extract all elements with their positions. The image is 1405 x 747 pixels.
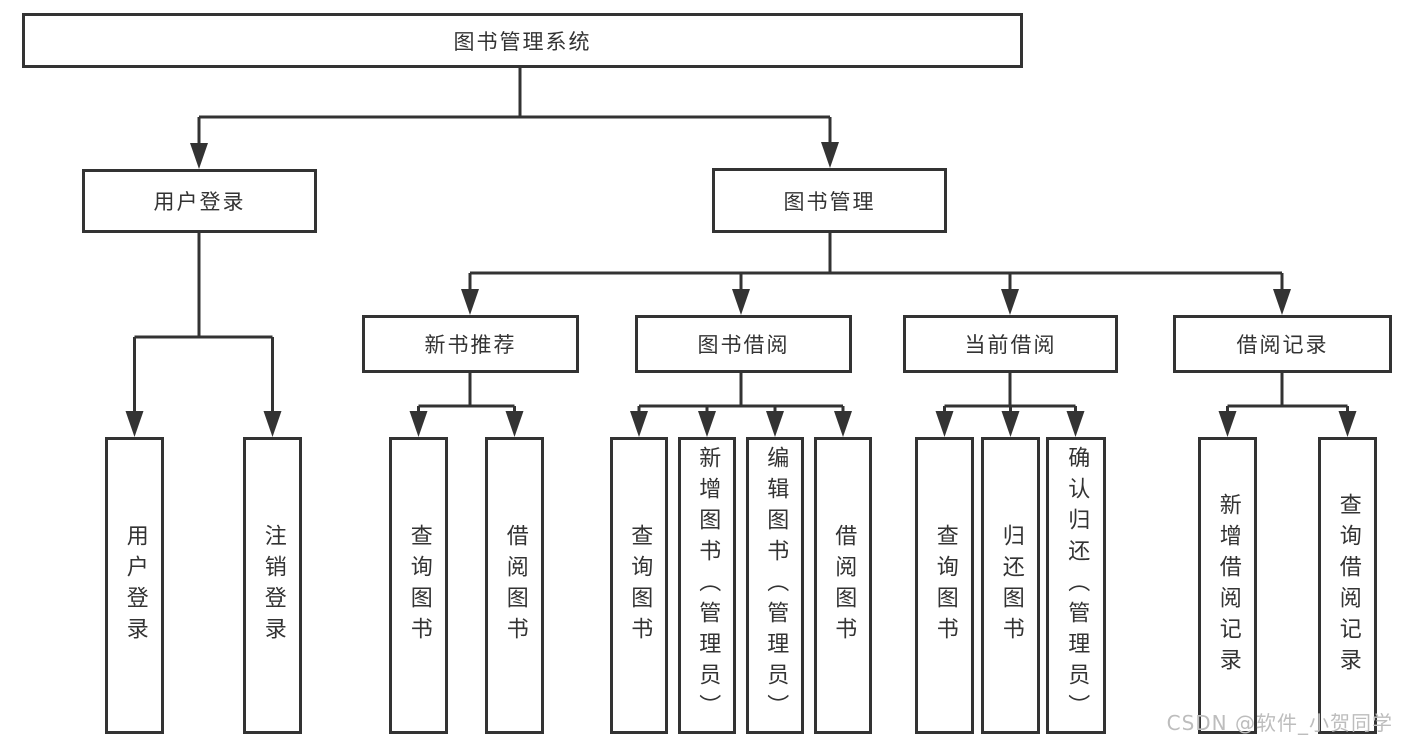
leaf-records-query-record: 查询借阅记录 — [1318, 437, 1377, 734]
node-label: 借阅图书 — [502, 523, 528, 648]
leaf-current-query-books: 查询图书 — [915, 437, 974, 734]
arrowheads — [125, 142, 1357, 437]
node-label: 归还图书 — [998, 523, 1024, 648]
node-current-borrow: 当前借阅 — [903, 315, 1118, 373]
node-root-library-system: 图书管理系统 — [22, 13, 1023, 68]
node-label: 查询图书 — [406, 523, 432, 648]
node-label: 图书管理 — [783, 189, 876, 214]
node-label: 用户登录 — [122, 523, 148, 648]
node-label: 新增图书（管理员） — [695, 446, 721, 725]
node-label: 用户登录 — [153, 190, 246, 214]
node-label: 注销登录 — [260, 523, 286, 648]
node-label: 确认归还（管理员） — [1064, 446, 1090, 725]
leaf-logout: 注销登录 — [243, 437, 302, 734]
node-label: 图书管理系统 — [453, 29, 592, 54]
node-label: 图书借阅 — [697, 333, 790, 357]
node-label: 借阅记录 — [1236, 333, 1329, 357]
csdn-watermark: CSDN @软件_小贺同学 — [1166, 711, 1393, 735]
leaf-recommend-borrow-books: 借阅图书 — [485, 437, 544, 734]
node-label: 借阅图书 — [831, 523, 857, 648]
leaf-user-login: 用户登录 — [105, 437, 164, 734]
leaf-borrow-add-books-admin: 新增图书（管理员） — [678, 437, 736, 734]
leaf-borrow-edit-books-admin: 编辑图书（管理员） — [746, 437, 804, 734]
node-label: 查询图书 — [627, 523, 653, 648]
node-label: 查询借阅记录 — [1335, 492, 1361, 679]
leaf-borrow-borrow-books: 借阅图书 — [814, 437, 872, 734]
node-user-login: 用户登录 — [82, 169, 317, 233]
node-book-management: 图书管理 — [712, 168, 947, 233]
leaf-current-confirm-return-admin: 确认归还（管理员） — [1046, 437, 1106, 734]
node-label: 查询图书 — [932, 523, 958, 648]
node-label: 新增借阅记录 — [1215, 492, 1241, 679]
node-label: 新书推荐 — [424, 333, 517, 357]
leaf-recommend-query-books: 查询图书 — [389, 437, 448, 734]
node-borrow-records: 借阅记录 — [1173, 315, 1392, 373]
leaf-records-add-record: 新增借阅记录 — [1198, 437, 1257, 734]
node-book-borrow: 图书借阅 — [635, 315, 852, 373]
node-label: 当前借阅 — [964, 333, 1057, 357]
node-new-book-recommend: 新书推荐 — [362, 315, 579, 373]
leaf-current-return-books: 归还图书 — [981, 437, 1040, 734]
node-label: 编辑图书（管理员） — [763, 446, 789, 725]
leaf-borrow-query-books: 查询图书 — [610, 437, 668, 734]
